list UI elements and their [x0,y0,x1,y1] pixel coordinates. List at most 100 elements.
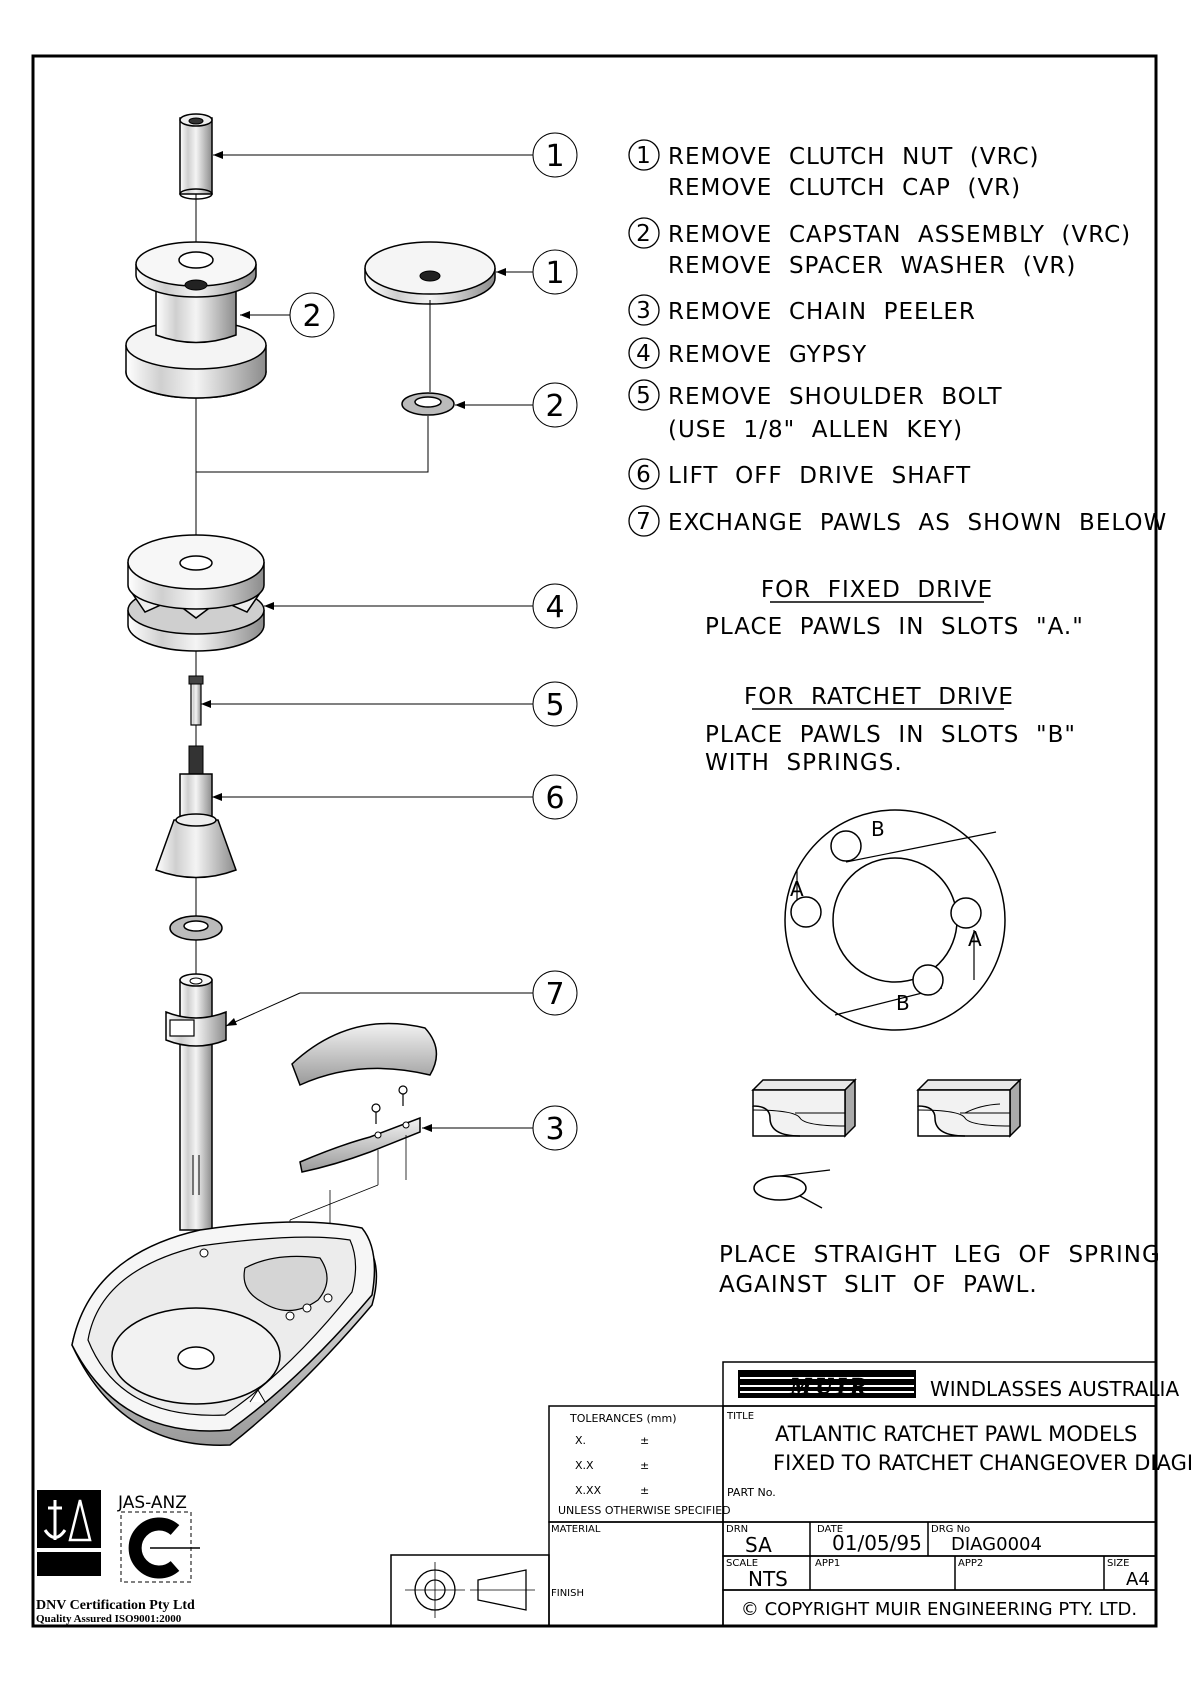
lower-shaft-part [165,973,227,1231]
third-angle-projection-icon [405,1562,535,1618]
drawing-title-line2: FIXED TO RATCHET CHANGEOVER DIAGRAM [773,1451,1191,1475]
company-name: WINDLASSES AUSTRALIA [930,1377,1179,1401]
tolerance-symbol: ± [640,1434,649,1447]
approval1-label: APP1 [815,1558,840,1569]
callout-number: 2 [302,299,321,334]
callout-number: 7 [545,977,564,1012]
step-text: EXCHANGE PAWLS AS SHOWN BELOW [668,510,1167,536]
slot-label-a: A [968,927,982,951]
jas-anz-label: JAS-ANZ [117,1493,187,1513]
step-number: 5 [636,383,652,409]
slot-labels: B A A B [790,817,982,1015]
spacer-washer-part [401,392,455,416]
dnv-logo: DNV [37,1490,101,1576]
drawn-by-label: DRN [726,1524,748,1535]
scale-label: SCALE [726,1558,758,1569]
muir-logo: MUIR [738,1370,916,1400]
callout-number: 1 [545,256,564,291]
fixed-drive-heading: FOR FIXED DRIVE [761,577,993,603]
material-label: MATERIAL [551,1524,601,1535]
tolerance-format: X.X [575,1459,594,1472]
tolerance-symbol: ± [640,1459,649,1472]
scale-value: NTS [748,1567,788,1591]
pawl-plain [751,1078,857,1138]
step-text: REMOVE SHOULDER BOLT [668,384,1003,410]
jas-anz-logo [120,1511,200,1583]
step-text: REMOVE CLUTCH NUT (VRC) [668,144,1039,170]
step-number: 1 [636,143,652,169]
copyright-text: © COPYRIGHT MUIR ENGINEERING PTY. LTD. [741,1599,1137,1620]
step-text: REMOVE SPACER WASHER (VR) [668,253,1076,279]
callout-leaders [201,154,533,1129]
tolerances: TOLERANCES (mm) X. ± X.X ± X.XX ± UNLESS… [558,1412,731,1517]
capstan-part [125,241,267,399]
callout-bubble-4: 4 [532,583,578,629]
step-text: REMOVE GYPSY [668,342,867,368]
spring-note: PLACE STRAIGHT LEG OF SPRING AGAINST SLI… [719,1242,1161,1298]
callout-number: 5 [545,688,564,723]
dnv-logo-text: DNV [54,1559,84,1574]
certification-block: DNV JAS-ANZ DNV Certification Pty Ltd Qu… [36,1490,200,1625]
callout-bubble-2b: 2 [532,382,578,428]
title-block [390,1361,1157,1627]
pawl-slot-diagram [784,809,1006,1031]
step-text: (USE 1/8" ALLEN KEY) [668,417,963,443]
callout-number: 1 [545,139,564,174]
ratchet-drive-heading: FOR RATCHET DRIVE [744,684,1014,710]
shoulder-bolt-part [188,675,204,726]
certification-line1: DNV Certification Pty Ltd [36,1598,195,1613]
callout-number: 4 [545,590,564,625]
ratchet-drive-text: WITH SPRINGS. [705,750,903,776]
pawl-with-spring [916,1078,1022,1138]
instruction-step-6: 6 LIFT OFF DRIVE SHAFT [628,458,971,490]
callout-number: 6 [545,781,564,816]
approval2-label: APP2 [958,1558,983,1569]
step-number: 2 [636,221,652,247]
callout-arrowheads [201,151,506,1132]
drawn-by-value: SA [745,1533,772,1557]
instruction-step-7: 7 EXCHANGE PAWLS AS SHOWN BELOW [628,505,1167,537]
tolerance-symbol: ± [640,1484,649,1497]
callout-bubble-7: 7 [532,970,578,1016]
pawl-illustrations [751,1078,1022,1209]
step-number: 6 [636,462,652,488]
gypsy-part [127,534,265,652]
date-value: 01/05/95 [832,1531,922,1555]
step-number: 7 [636,509,652,535]
tolerance-format: X. [575,1434,586,1447]
drive-shaft-upper-part [155,745,237,879]
clutch-cap-part [364,241,496,392]
callout-bubble-5: 5 [532,681,578,727]
callout-bubble-2: 2 [289,292,335,338]
spring-icon [753,1169,831,1209]
callout-number: 3 [545,1112,564,1147]
clutch-nut-part [179,113,213,200]
instruction-list: 1 REMOVE CLUTCH NUT (VRC) REMOVE CLUTCH … [628,139,1167,537]
callout-bubble-1: 1 [532,132,578,178]
tolerances-label: TOLERANCES (mm) [569,1412,677,1425]
part-number-label: PART No. [727,1486,776,1499]
instruction-step-2: 2 REMOVE CAPSTAN ASSEMBLY (VRC) REMOVE S… [628,217,1130,279]
spring-note-text: PLACE STRAIGHT LEG OF SPRING [719,1242,1161,1268]
step-text: REMOVE CHAIN PEELER [668,299,976,325]
slot-label-b: B [896,991,910,1015]
instruction-step-1: 1 REMOVE CLUTCH NUT (VRC) REMOVE CLUTCH … [628,139,1039,201]
drive-notes: FOR FIXED DRIVE PLACE PAWLS IN SLOTS "A.… [705,577,1084,776]
callout-bubble-3: 3 [532,1105,578,1151]
instruction-step-3: 3 REMOVE CHAIN PEELER [628,294,976,326]
shaft-washer-part [169,915,223,941]
fixed-drive-text: PLACE PAWLS IN SLOTS "A." [705,614,1084,640]
spring-note-text: AGAINST SLIT OF PAWL. [719,1272,1038,1298]
drawing-number-value: DIAG0004 [951,1534,1042,1555]
callout-number: 2 [545,389,564,424]
title-label: TITLE [726,1411,754,1422]
date-label: DATE [817,1524,843,1535]
step-text: REMOVE CLUTCH CAP (VR) [668,175,1021,201]
drawing-number-label: DRG No [931,1524,970,1535]
step-text: LIFT OFF DRIVE SHAFT [668,463,971,489]
windlass-base-part [71,1221,378,1446]
ratchet-drive-text: PLACE PAWLS IN SLOTS "B" [705,722,1076,748]
instruction-step-4: 4 REMOVE GYPSY [628,337,867,369]
sheet-size-label: SIZE [1107,1558,1129,1569]
